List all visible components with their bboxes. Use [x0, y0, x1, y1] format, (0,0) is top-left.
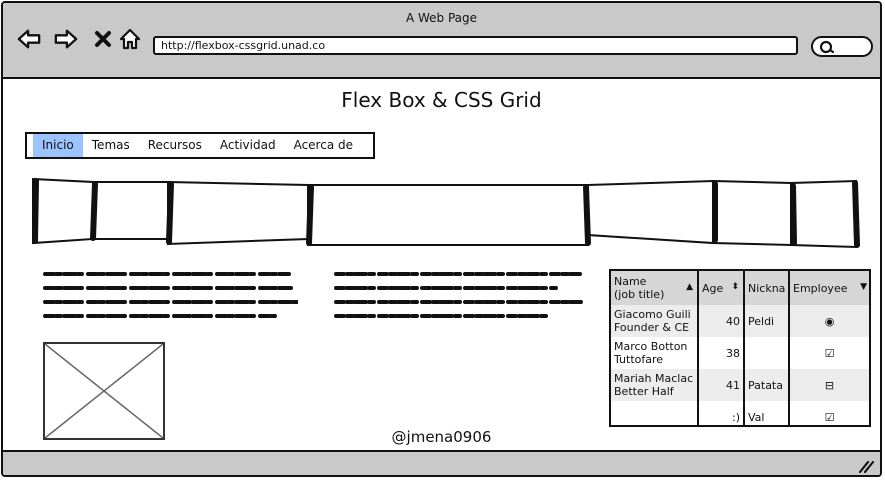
column-header-name[interactable]: Name(job title) ▲ — [611, 271, 698, 305]
search-icon — [819, 40, 835, 54]
sort-toggle-icon[interactable]: ⬍ — [731, 282, 739, 292]
window-title: A Web Page — [405, 11, 478, 25]
nav-item-inicio[interactable]: Inicio — [33, 134, 83, 157]
cell-name-text: Mariah Maclac — [614, 372, 694, 385]
text-paragraph-placeholder-1 — [43, 272, 298, 318]
nav-menubar: Inicio Temas Recursos Actividad Acerca d… — [25, 132, 375, 159]
cell-age: :) — [697, 401, 744, 425]
column-header-nickname[interactable]: Nickna — [743, 271, 789, 305]
back-arrow-icon[interactable] — [17, 25, 41, 53]
cell-nickname: Peldi — [743, 305, 789, 337]
nav-item-acerca-de[interactable]: Acerca de — [293, 138, 353, 152]
footer-author-handle: @jmena0906 — [391, 428, 492, 446]
sort-descending-icon[interactable]: ▼ — [860, 282, 867, 292]
browser-statusbar — [3, 450, 880, 475]
nav-item-recursos[interactable]: Recursos — [147, 138, 202, 152]
image-placeholder-icon — [44, 343, 164, 439]
table-row[interactable]: :) Val ☑ — [611, 401, 869, 425]
resize-grip-icon[interactable] — [858, 459, 874, 473]
nav-item-temas[interactable]: Temas — [91, 138, 130, 152]
column-header-employee[interactable]: Employee ▼ — [788, 271, 869, 305]
cell-nickname — [743, 337, 789, 369]
address-bar[interactable]: http://flexbox-cssgrid.unad.co — [153, 36, 798, 55]
text-paragraph-placeholder-2 — [334, 272, 584, 318]
page-title: Flex Box & CSS Grid — [341, 88, 542, 112]
cell-age: 38 — [697, 337, 744, 369]
checkbox-checked-icon[interactable]: ☑ — [788, 337, 869, 369]
search-field[interactable] — [811, 36, 873, 57]
column-header-name-label: Name — [614, 275, 647, 288]
cell-title-text: Founder & CE — [614, 321, 690, 334]
cell-title-text: Tuttofare — [614, 353, 664, 366]
home-icon[interactable] — [118, 25, 142, 53]
cell-title-text: Better Half — [614, 385, 674, 398]
cell-age: 41 — [697, 369, 744, 401]
column-header-employee-label: Employee — [793, 281, 848, 295]
column-header-name-sublabel: (job title) — [614, 288, 665, 301]
radio-button-icon[interactable]: ◉ — [788, 305, 869, 337]
column-header-age-label: Age — [702, 281, 724, 295]
banner-image — [32, 177, 860, 249]
column-header-age[interactable]: Age ⬍ — [697, 271, 744, 305]
checkbox-checked-icon[interactable]: ☑ — [788, 401, 869, 425]
cell-nickname: Val — [743, 401, 789, 425]
data-grid: Name(job title) ▲ Age ⬍ Nickna Employee … — [609, 269, 871, 427]
cell-age: 40 — [697, 305, 744, 337]
close-icon[interactable] — [91, 25, 115, 53]
nav-item-actividad[interactable]: Actividad — [219, 138, 276, 152]
cell-name-text: Marco Botton — [614, 340, 688, 353]
cell-name — [611, 401, 698, 425]
forward-arrow-icon[interactable] — [54, 25, 78, 53]
sort-ascending-icon[interactable]: ▲ — [686, 282, 693, 292]
cell-name-text: Giacomo Guili — [614, 308, 691, 321]
browser-titlebar: A Web Page http://flexbox-cssgrid.unad.c… — [3, 3, 880, 79]
cell-nickname: Patata — [743, 369, 789, 401]
image-placeholder — [43, 342, 165, 440]
checkbox-indeterminate-icon[interactable]: ⊟ — [788, 369, 869, 401]
grid-header-row: Name(job title) ▲ Age ⬍ Nickna Employee … — [611, 271, 869, 305]
